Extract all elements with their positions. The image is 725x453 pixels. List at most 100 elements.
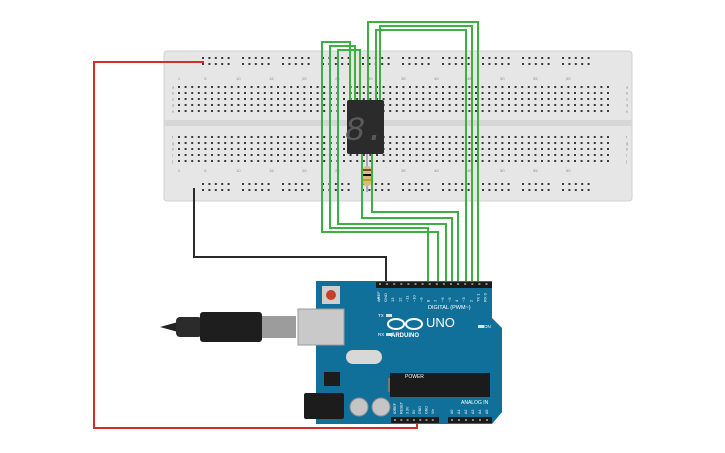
terminal-hole[interactable] <box>547 104 550 106</box>
rail-hole[interactable] <box>288 57 291 59</box>
terminal-hole[interactable] <box>600 98 603 100</box>
terminal-hole[interactable] <box>250 98 253 100</box>
rail-hole[interactable] <box>254 189 257 191</box>
rail-hole[interactable] <box>408 189 411 191</box>
terminal-hole[interactable] <box>263 86 266 88</box>
terminal-hole[interactable] <box>481 148 484 150</box>
terminal-hole[interactable] <box>283 110 286 112</box>
terminal-hole[interactable] <box>527 136 530 138</box>
terminal-hole[interactable] <box>197 148 200 150</box>
terminal-hole[interactable] <box>263 98 266 100</box>
terminal-hole[interactable] <box>356 92 359 94</box>
rail-hole[interactable] <box>347 183 350 185</box>
terminal-hole[interactable] <box>415 142 418 144</box>
terminal-hole[interactable] <box>580 86 583 88</box>
terminal-hole[interactable] <box>257 92 260 94</box>
digital-pin-socket[interactable] <box>428 283 431 285</box>
terminal-hole[interactable] <box>501 154 504 156</box>
rail-hole[interactable] <box>402 183 404 185</box>
terminal-hole[interactable] <box>323 104 326 106</box>
terminal-hole[interactable] <box>270 104 273 106</box>
terminal-hole[interactable] <box>369 154 372 156</box>
digital-pin-socket[interactable] <box>435 283 438 285</box>
terminal-hole[interactable] <box>211 110 213 112</box>
terminal-hole[interactable] <box>296 98 299 100</box>
rail-hole[interactable] <box>488 183 491 185</box>
rail-hole[interactable] <box>581 63 584 65</box>
rail-hole[interactable] <box>374 183 377 185</box>
terminal-hole[interactable] <box>521 86 524 88</box>
terminal-hole[interactable] <box>224 154 227 156</box>
rail-hole[interactable] <box>454 57 457 59</box>
terminal-hole[interactable] <box>514 92 517 94</box>
rail-hole[interactable] <box>507 63 510 65</box>
terminal-hole[interactable] <box>211 92 213 94</box>
terminal-hole[interactable] <box>395 110 398 112</box>
terminal-hole[interactable] <box>290 136 293 138</box>
terminal-hole[interactable] <box>508 154 510 156</box>
terminal-hole[interactable] <box>475 142 477 144</box>
terminal-hole[interactable] <box>178 136 180 138</box>
reset-button[interactable] <box>326 290 336 300</box>
terminal-hole[interactable] <box>593 154 596 156</box>
terminal-hole[interactable] <box>376 154 378 156</box>
terminal-hole[interactable] <box>428 86 431 88</box>
terminal-hole[interactable] <box>541 142 543 144</box>
rail-hole[interactable] <box>282 189 284 191</box>
rail-hole[interactable] <box>494 63 497 65</box>
digital-pin-socket[interactable] <box>464 283 467 285</box>
terminal-hole[interactable] <box>560 104 563 106</box>
terminal-hole[interactable] <box>402 160 405 162</box>
terminal-hole[interactable] <box>250 142 253 144</box>
rail-hole[interactable] <box>528 183 531 185</box>
rail-hole[interactable] <box>334 183 337 185</box>
terminal-hole[interactable] <box>514 136 517 138</box>
terminal-hole[interactable] <box>580 136 583 138</box>
terminal-hole[interactable] <box>587 142 590 144</box>
rail-hole[interactable] <box>362 63 364 65</box>
terminal-hole[interactable] <box>428 110 431 112</box>
terminal-hole[interactable] <box>217 98 220 100</box>
terminal-hole[interactable] <box>468 136 471 138</box>
rail-hole[interactable] <box>581 189 584 191</box>
terminal-hole[interactable] <box>514 104 517 106</box>
terminal-hole[interactable] <box>316 86 319 88</box>
terminal-hole[interactable] <box>468 104 471 106</box>
rail-hole[interactable] <box>568 57 571 59</box>
terminal-hole[interactable] <box>244 160 246 162</box>
power-pin-socket[interactable] <box>400 419 403 421</box>
terminal-hole[interactable] <box>263 154 266 156</box>
terminal-hole[interactable] <box>488 92 491 94</box>
terminal-hole[interactable] <box>343 154 345 156</box>
terminal-hole[interactable] <box>534 110 537 112</box>
terminal-hole[interactable] <box>244 98 246 100</box>
terminal-hole[interactable] <box>211 98 213 100</box>
terminal-hole[interactable] <box>263 104 266 106</box>
rail-hole[interactable] <box>482 63 484 65</box>
terminal-hole[interactable] <box>527 86 530 88</box>
terminal-hole[interactable] <box>277 148 279 150</box>
terminal-hole[interactable] <box>508 160 510 162</box>
terminal-hole[interactable] <box>508 98 510 100</box>
terminal-hole[interactable] <box>567 160 570 162</box>
rail-hole[interactable] <box>427 189 430 191</box>
terminal-hole[interactable] <box>428 142 431 144</box>
terminal-hole[interactable] <box>217 160 220 162</box>
terminal-hole[interactable] <box>263 92 266 94</box>
terminal-hole[interactable] <box>574 148 576 150</box>
terminal-hole[interactable] <box>184 104 187 106</box>
terminal-hole[interactable] <box>197 154 200 156</box>
terminal-hole[interactable] <box>461 142 464 144</box>
terminal-hole[interactable] <box>224 160 227 162</box>
terminal-hole[interactable] <box>514 160 517 162</box>
terminal-hole[interactable] <box>191 136 194 138</box>
rail-hole[interactable] <box>227 189 230 191</box>
terminal-hole[interactable] <box>323 136 326 138</box>
terminal-hole[interactable] <box>250 86 253 88</box>
terminal-hole[interactable] <box>237 136 240 138</box>
terminal-hole[interactable] <box>481 86 484 88</box>
terminal-hole[interactable] <box>389 104 392 106</box>
terminal-hole[interactable] <box>395 142 398 144</box>
rail-hole[interactable] <box>494 183 497 185</box>
terminal-hole[interactable] <box>303 92 306 94</box>
